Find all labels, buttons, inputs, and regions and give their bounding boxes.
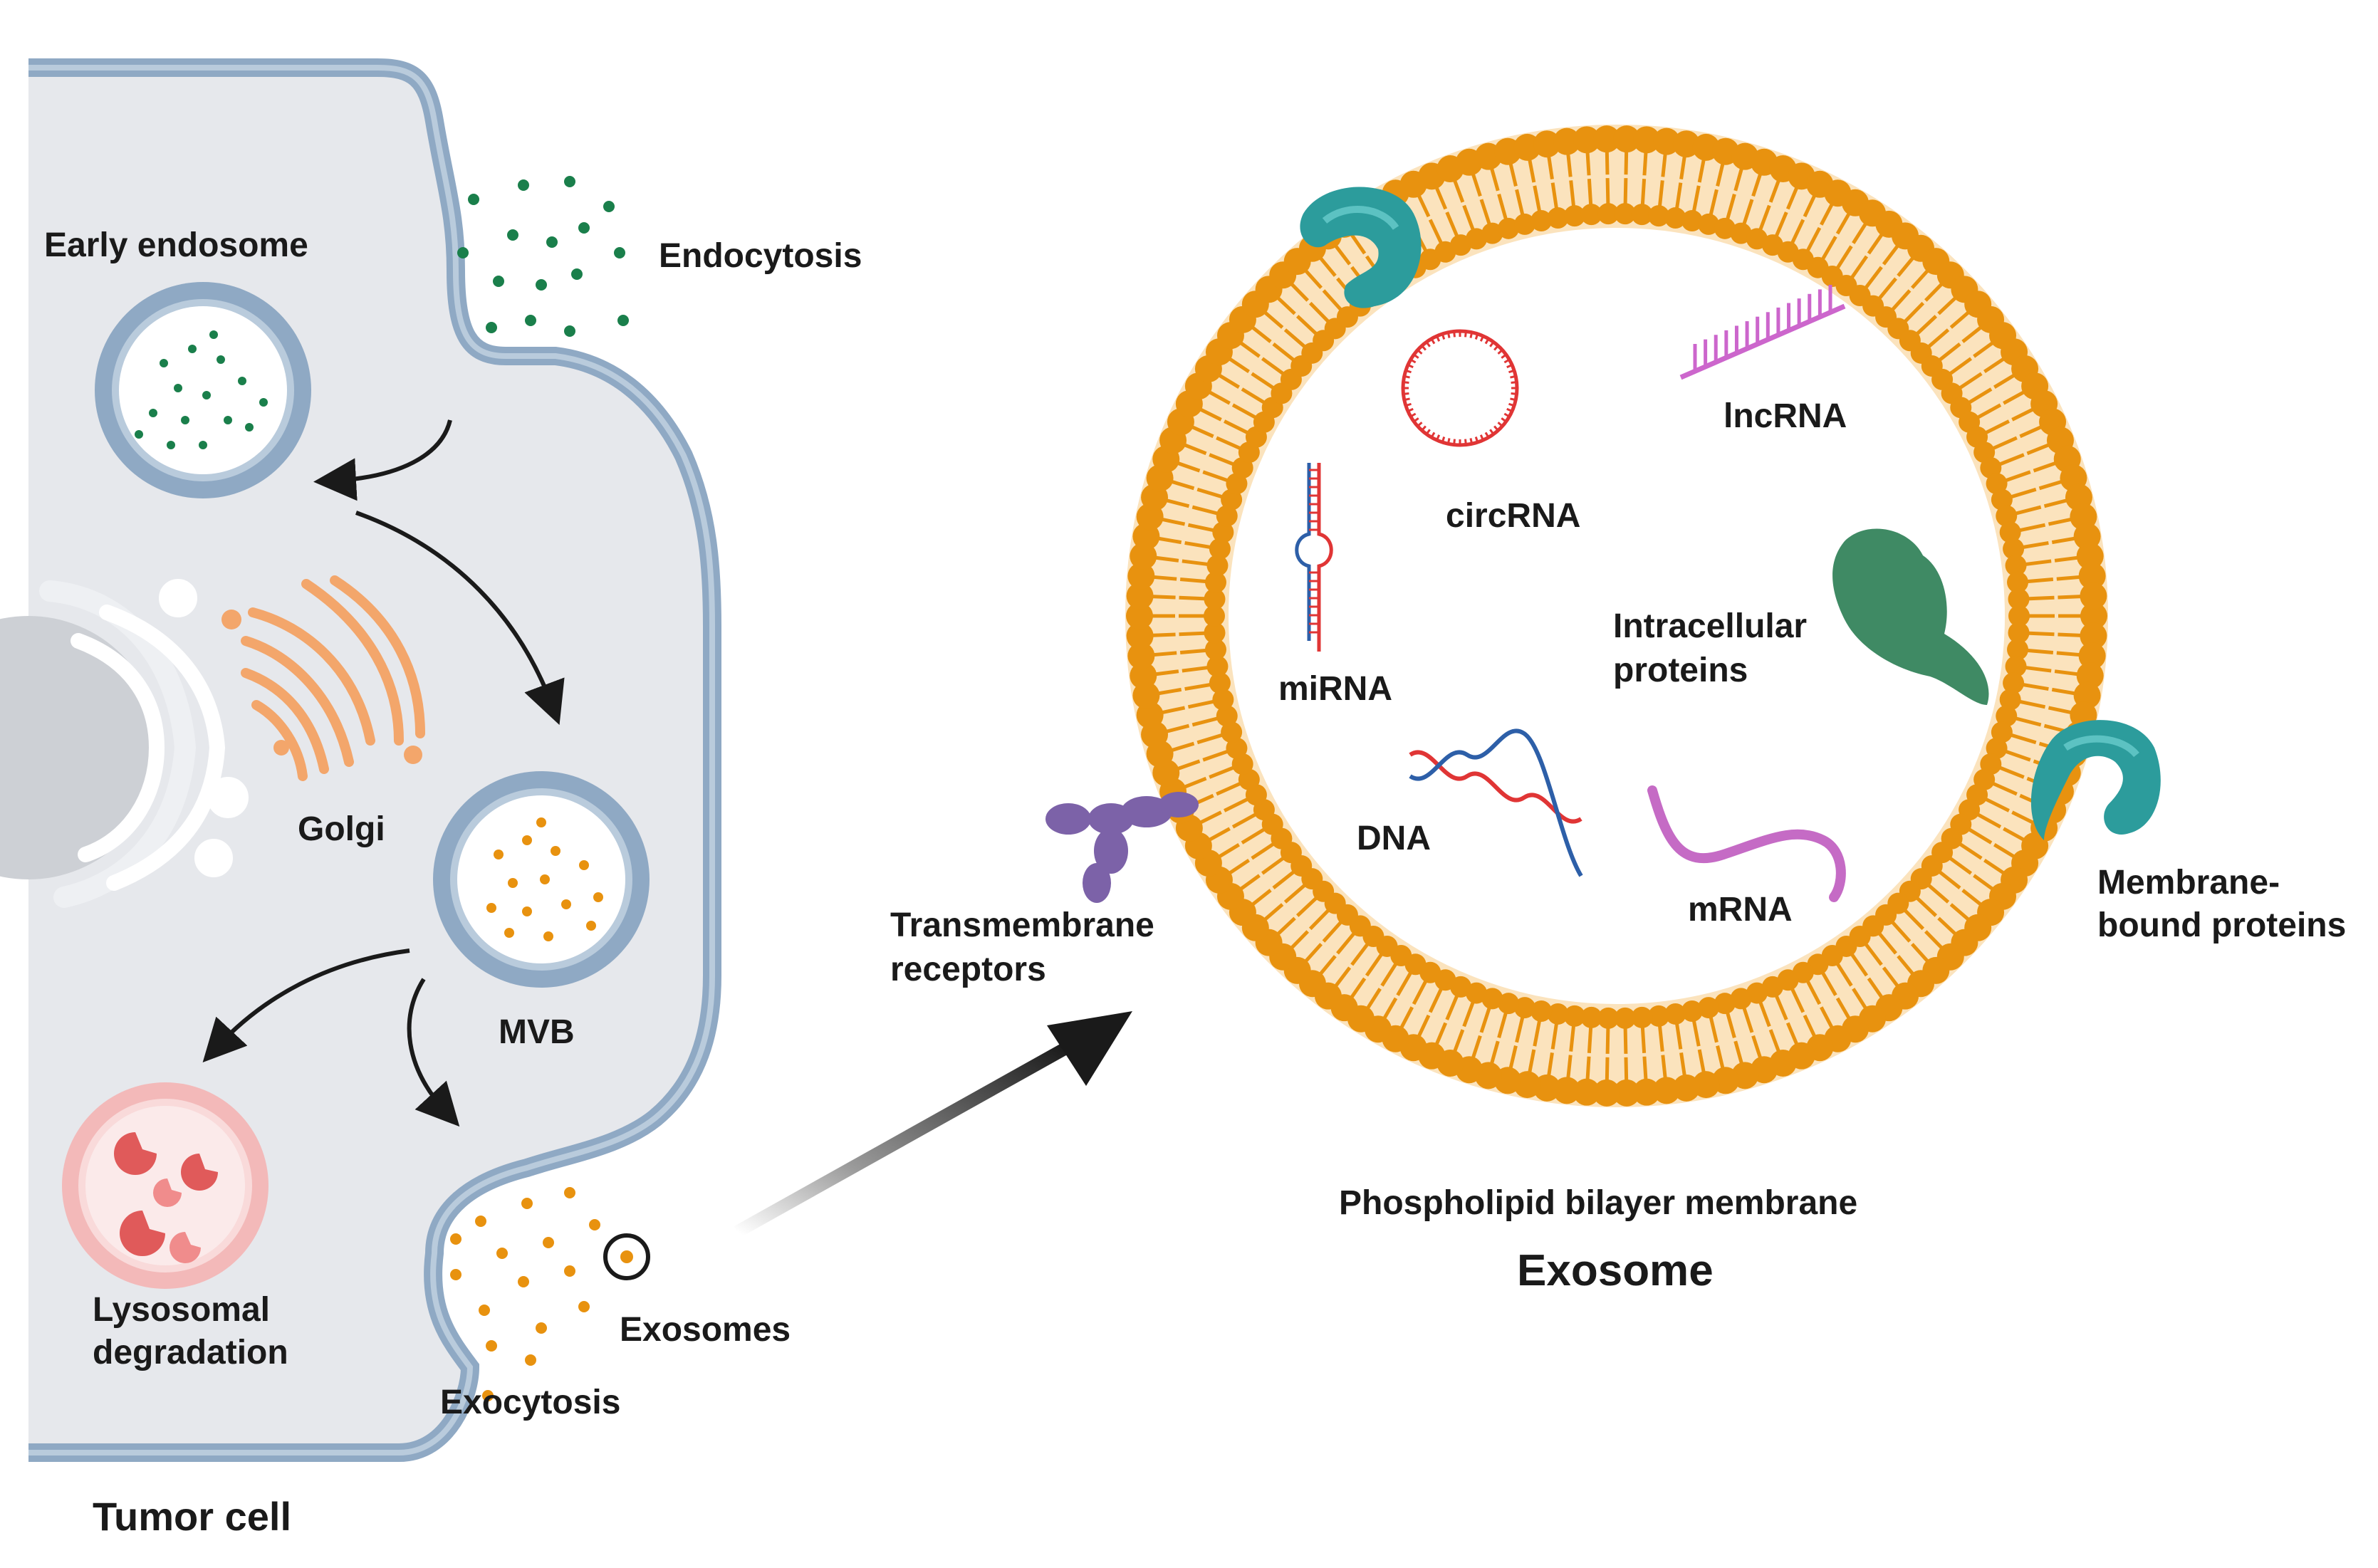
- label-endocytosis: Endocytosis: [659, 237, 862, 275]
- endocytosis-cargo: [457, 176, 629, 337]
- label-lncrna: lncRNA: [1723, 397, 1847, 435]
- label-phospholipid-bilayer: Phospholipid bilayer membrane: [1339, 1184, 1858, 1222]
- endoplasmic-reticulum: [39, 579, 249, 908]
- label-mrna: mRNA: [1688, 891, 1793, 929]
- label-exosomes: Exosomes: [620, 1311, 791, 1349]
- golgi-apparatus: [221, 575, 425, 781]
- circrna-icon: [1401, 329, 1519, 447]
- dna-helix-icon: [1409, 728, 1583, 877]
- label-membrane-bound-proteins-line1: Membrane-: [2097, 864, 2280, 901]
- label-dna: DNA: [1357, 820, 1431, 857]
- released-exosomes: [450, 1187, 600, 1401]
- label-lysosomal-degradation-line2: degradation: [93, 1334, 288, 1371]
- arrow-icon: [355, 511, 565, 726]
- nucleus: [0, 616, 160, 879]
- pathway-arrows: [202, 419, 565, 1127]
- label-exocytosis: Exocytosis: [440, 1384, 621, 1421]
- label-early-endosome: Early endosome: [44, 226, 308, 264]
- label-intracellular-proteins-line2: proteins: [1613, 652, 1748, 689]
- label-membrane-bound-proteins-line2: bound proteins: [2097, 906, 2347, 944]
- label-lysosomal-degradation-line1: Lysosomal: [93, 1291, 270, 1329]
- label-transmembrane-receptors-line2: receptors: [890, 951, 1046, 988]
- early-endosome: [95, 282, 311, 498]
- arrow-icon: [407, 978, 460, 1127]
- receptor-icon: [1045, 792, 1199, 903]
- tumor-cell: [0, 58, 721, 1462]
- intracellular-protein-icon: [1832, 528, 1989, 705]
- label-transmembrane-receptors-line1: Transmembrane: [890, 906, 1154, 944]
- mrna-icon: [1647, 785, 1846, 902]
- protein-icon: [1300, 187, 1422, 308]
- label-tumor-cell: Tumor cell: [93, 1494, 292, 1539]
- mirna-icon: [1295, 463, 1333, 652]
- lipid-bilayer-icon: [1125, 125, 2108, 1107]
- protein-icon: [2030, 720, 2161, 840]
- arrow-icon: [313, 419, 452, 501]
- label-exosome-title: Exosome: [1517, 1246, 1714, 1295]
- exosome-callout-icon: [603, 1233, 650, 1280]
- label-intracellular-proteins-line1: Intracellular: [1613, 607, 1808, 645]
- label-circrna: circRNA: [1446, 497, 1581, 535]
- exosome: [1045, 125, 2161, 1107]
- label-golgi: Golgi: [298, 810, 385, 848]
- label-mvb: MVB: [499, 1013, 575, 1051]
- label-mirna: miRNA: [1278, 670, 1393, 708]
- arrow-icon: [202, 948, 410, 1062]
- rna-strand-icon: [1679, 285, 1846, 380]
- transfer-arrow: [734, 1011, 1132, 1238]
- lysosome: [62, 1082, 268, 1289]
- multivesicular-body: [433, 771, 650, 988]
